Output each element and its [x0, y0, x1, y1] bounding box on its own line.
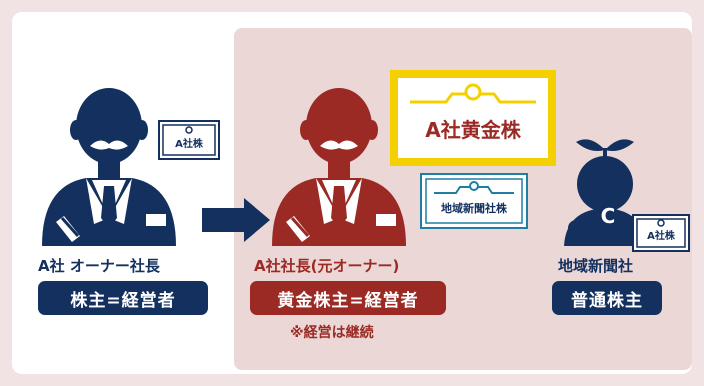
- owner-cert-label: A社株: [175, 138, 203, 150]
- newspaper-figure: [564, 139, 646, 246]
- president-role-pill: 黄金株主=経営者: [250, 281, 446, 315]
- president-name-label: A社社長(元オーナー): [254, 257, 400, 275]
- local-cert-label: 地域新聞社株: [441, 202, 507, 215]
- newspaper-role-pill: 普通株主: [552, 281, 662, 315]
- newspaper-cert-label: A社株: [647, 230, 675, 242]
- golden-share-certificate: [390, 70, 556, 166]
- president-figure: [272, 88, 406, 246]
- transfer-arrow-icon: [202, 198, 270, 242]
- newspaper-stock-certificate: [632, 214, 690, 252]
- local-share-certificate: [420, 173, 528, 229]
- golden-cert-label: A社黄金株: [425, 117, 521, 142]
- owner-stock-certificate: [158, 120, 220, 160]
- newspaper-name-label: 地域新聞社: [558, 257, 634, 275]
- newspaper-badge: C: [600, 204, 616, 228]
- owner-figure: [42, 88, 176, 246]
- owner-role-pill: 株主=経営者: [38, 281, 208, 315]
- continuity-note: ※経営は継続: [290, 325, 374, 341]
- owner-name-label: A社 オーナー社長: [38, 257, 160, 275]
